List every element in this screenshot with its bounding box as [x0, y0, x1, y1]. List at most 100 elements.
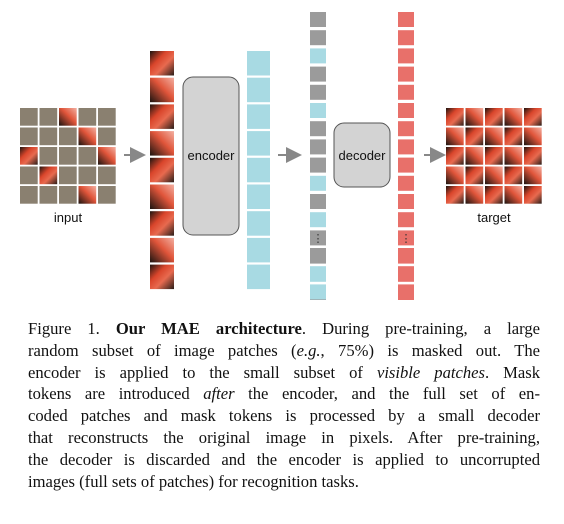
visible-patch: [39, 166, 58, 185]
masked-patch: [98, 186, 116, 204]
encoded-token: [247, 77, 270, 103]
decoder-output-token: [398, 84, 414, 100]
encoded-token: [247, 211, 270, 236]
decoder-output-token: [398, 30, 414, 46]
target-patch: [524, 147, 542, 165]
target-patch: [446, 127, 464, 146]
caption-line: the decoder is discarded and the encoder…: [28, 449, 540, 469]
encoded-token: [247, 264, 270, 290]
masked-patch: [59, 147, 77, 165]
visible-patch: [59, 108, 77, 126]
masked-patch: [39, 108, 58, 126]
mask-token: [310, 12, 326, 27]
target-patch: [485, 147, 503, 165]
visible-patch-tile: [150, 104, 174, 129]
visible-patch: [20, 147, 38, 165]
decoder-output-token: [398, 284, 414, 300]
mask-token: [310, 230, 326, 246]
decoder-output-token: [398, 157, 414, 173]
masked-patch: [20, 108, 38, 126]
caption-figure-number: Figure 1.: [28, 319, 116, 338]
masked-patch: [78, 108, 97, 126]
mask-token: [310, 157, 326, 173]
target-patch: [485, 166, 503, 185]
mask-token: [310, 121, 326, 137]
masked-patch: [39, 147, 58, 165]
target-patch: [524, 186, 542, 204]
visible-patch: [78, 127, 97, 146]
masked-patch: [78, 166, 97, 185]
encoded-token: [247, 157, 270, 183]
encoded-token: [310, 284, 326, 300]
target-patch: [504, 127, 523, 146]
mae-architecture-figure: encoder decoder input target ⋮ ⋮: [20, 12, 542, 319]
masked-patch: [59, 166, 77, 185]
decoder-output-token: [398, 48, 414, 64]
encoded-token: [310, 175, 326, 191]
decoder-output-token: [398, 12, 414, 27]
visible-patch-tile: [150, 184, 174, 209]
decoder-output-token: [398, 248, 414, 263]
mask-token: [310, 248, 326, 263]
ellipsis-full-column: ⋮: [313, 233, 324, 245]
encoder-label: encoder: [188, 148, 236, 163]
encoded-token: [247, 184, 270, 209]
decoder-output-token: [398, 175, 414, 191]
decoder-output-token: [398, 230, 414, 246]
decoder-output-token: [398, 212, 414, 228]
caption-emphasis: visible patches: [376, 362, 485, 382]
decoder-output-token: [398, 66, 414, 82]
figure-canvas: encoder decoder input target ⋮ ⋮: [20, 12, 542, 319]
visible-patch-tile: [150, 51, 174, 76]
mask-token: [310, 66, 326, 82]
caption-emphasis: after: [203, 384, 235, 404]
target-image: [446, 108, 542, 204]
visible-patch-tile: [150, 264, 174, 290]
decoder-output-column: [398, 12, 414, 300]
target-patch: [485, 186, 503, 204]
target-patch: [504, 166, 523, 185]
masked-patch: [78, 147, 97, 165]
encoded-token: [247, 104, 270, 129]
target-patch: [485, 108, 503, 126]
masked-patch: [98, 127, 116, 146]
target-patch: [504, 108, 523, 126]
encoder-block: [182, 76, 240, 236]
decoder-label: decoder: [339, 148, 387, 163]
decoder-output-token: [398, 194, 414, 209]
caption-line: encoder is applied to the small subset o…: [28, 362, 541, 382]
masked-patch: [39, 127, 58, 146]
visible-patches-column: [150, 51, 174, 290]
target-patch: [524, 108, 542, 126]
visible-patch: [78, 186, 97, 204]
masked-patch: [98, 166, 116, 185]
caption-line: that reconstructs the original image in …: [28, 427, 540, 447]
caption-line: coded patches and mask tokens is process…: [28, 406, 540, 426]
encoded-token: [310, 212, 326, 228]
mask-token: [310, 30, 326, 46]
figure-caption: Figure 1. Our MAE architecture. During p…: [28, 318, 540, 492]
mask-token: [310, 194, 326, 209]
target-patch: [446, 166, 464, 185]
input-masked-image: [20, 108, 116, 204]
ellipsis-decoder-column: ⋮: [401, 233, 412, 245]
masked-patch: [59, 127, 77, 146]
mask-token: [310, 84, 326, 100]
decoder-output-token: [398, 121, 414, 137]
encoded-token: [247, 51, 270, 76]
masked-patch: [20, 166, 38, 185]
visible-patch-tile: [150, 131, 174, 156]
visible-patch-tile: [150, 237, 174, 263]
visible-patch-tile: [150, 157, 174, 183]
visible-patch: [98, 147, 116, 165]
target-patch: [524, 166, 542, 185]
masked-patch: [59, 186, 77, 204]
encoded-token: [310, 266, 326, 282]
target-patch: [446, 108, 464, 126]
encoded-token: [247, 131, 270, 156]
decoder-block: [333, 122, 391, 188]
target-label: target: [477, 210, 511, 225]
target-patch: [524, 127, 542, 146]
target-patch: [504, 186, 523, 204]
encoded-tokens-column: [247, 51, 270, 290]
